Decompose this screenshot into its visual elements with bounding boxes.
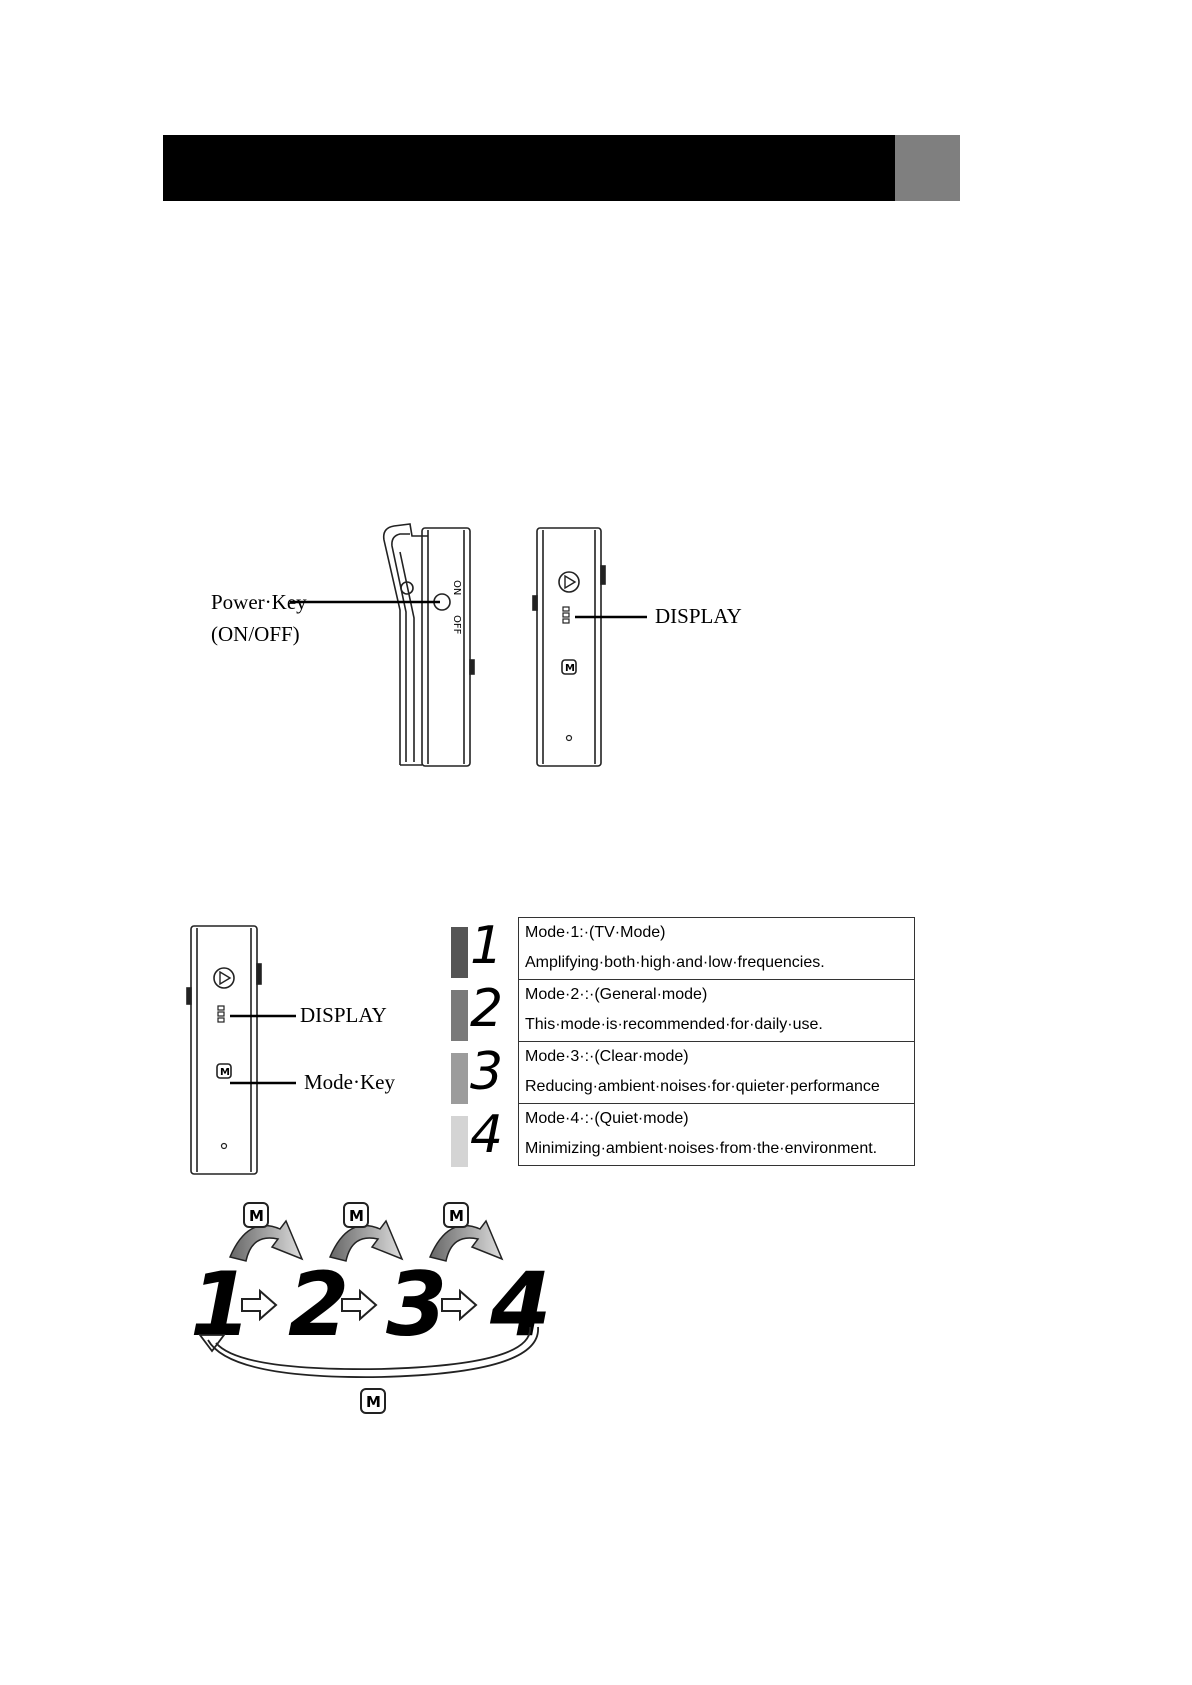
play-button-icon (213, 967, 235, 989)
device-side-views: ON OFF M (382, 523, 606, 767)
curved-arrow-icon (328, 1219, 404, 1262)
curved-arrow-icon (228, 1219, 304, 1262)
device-left-body (421, 527, 475, 767)
display-leader-line (575, 615, 647, 619)
figure2-leader-lines (230, 1014, 296, 1085)
display-label-fig2: DISPLAY (300, 1003, 387, 1027)
section-header-bar (163, 135, 895, 201)
mode-m-icon (360, 1388, 386, 1414)
mode-row: Mode·2·:·(General·mode) This·mode·is·reco… (518, 979, 915, 1042)
belt-clip (382, 523, 428, 766)
mic-hole (565, 734, 573, 742)
mode-m-glyph: M (565, 663, 575, 674)
play-triangle-icon (219, 970, 232, 986)
display-label: DISPLAY (655, 604, 742, 628)
mode-cell: Mode·3·:·(Clear·mode) Reducing·ambient·no… (518, 1041, 915, 1104)
play-triangle-icon (564, 574, 577, 590)
return-arrow-head (198, 1334, 226, 1353)
right-arrow-icon (241, 1288, 278, 1322)
right-arrow-icon (341, 1288, 378, 1322)
mode-description: Minimizing·ambient·noises·from·the·envir… (525, 1140, 878, 1157)
mode-table: Mode·1:·(TV·Mode) Amplifying·both·high·an… (518, 917, 915, 1166)
switch-off-label: OFF (451, 615, 462, 635)
display-segments-icon (562, 606, 570, 624)
mode-title: Mode·4·:·(Quiet·mode) (525, 1110, 689, 1127)
mode-swatch (451, 1053, 468, 1104)
device-right-body (532, 527, 606, 767)
cycle-digit: 2 (288, 1253, 349, 1356)
mode-m-glyph: M (349, 1207, 364, 1225)
mode-row: Mode·3·:·(Clear·mode) Reducing·ambient·no… (518, 1041, 915, 1104)
mode-swatch (451, 990, 468, 1041)
mode-title: Mode·3·:·(Clear·mode) (525, 1048, 689, 1065)
return-arc-arrow-inner (215, 1326, 531, 1371)
mode-description: Amplifying·both·high·and·low·frequencies… (525, 954, 825, 971)
mode-digit: 4 (470, 1105, 504, 1165)
mode-description: Reducing·ambient·noises·for·quieter·perf… (525, 1078, 880, 1095)
mode-cell: Mode·1:·(TV·Mode) Amplifying·both·high·an… (518, 917, 915, 980)
play-button-icon (558, 571, 580, 593)
power-key-sublabel: (ON/OFF) (211, 622, 300, 646)
mode-digit: 3 (470, 1042, 504, 1102)
mode-m-glyph: M (449, 1207, 464, 1225)
device-front-view: M (186, 925, 262, 1175)
mode-m-glyph: M (249, 1207, 264, 1225)
mode-m-icon (216, 1063, 232, 1079)
cycle-digit: 3 (386, 1253, 447, 1356)
mode-row: Mode·4·:·(Quiet·mode) Minimizing·ambient·… (518, 1103, 915, 1166)
mode-row: Mode·1:·(TV·Mode) Amplifying·both·high·an… (518, 917, 915, 980)
mode-description: This·mode·is·recommended·for·daily·use. (525, 1016, 823, 1033)
power-key-leader-line (290, 600, 440, 604)
mode-title: Mode·1:·(TV·Mode) (525, 924, 666, 941)
mode-m-icon (561, 659, 577, 675)
mode-cell: Mode·2·:·(General·mode) This·mode·is·reco… (518, 979, 915, 1042)
mode-m-glyph: M (366, 1393, 381, 1411)
mode-swatch (451, 1116, 468, 1167)
mode-m-icon (243, 1202, 269, 1228)
power-key-label: Power·Key (211, 590, 307, 614)
return-arc-arrow (207, 1326, 539, 1378)
mode-title: Mode·2·:·(General·mode) (525, 986, 708, 1003)
mode-m-icon (343, 1202, 369, 1228)
switch-on-label: ON (451, 580, 462, 595)
mic-hole (220, 1142, 228, 1150)
mode-cell: Mode·4·:·(Quiet·mode) Minimizing·ambient·… (518, 1103, 915, 1166)
curved-arrow-icon (428, 1219, 504, 1262)
mode-key-label: Mode·Key (304, 1070, 395, 1094)
mode-m-icon (443, 1202, 469, 1228)
mode-digit: 1 (470, 916, 504, 976)
mode-swatch (451, 927, 468, 978)
display-segments-icon (217, 1005, 225, 1023)
right-arrow-icon (441, 1288, 478, 1322)
cycle-digit: 4 (489, 1253, 551, 1356)
mode-digit: 2 (470, 979, 504, 1039)
mode-m-glyph: M (220, 1067, 230, 1078)
section-header-tab (895, 135, 960, 201)
